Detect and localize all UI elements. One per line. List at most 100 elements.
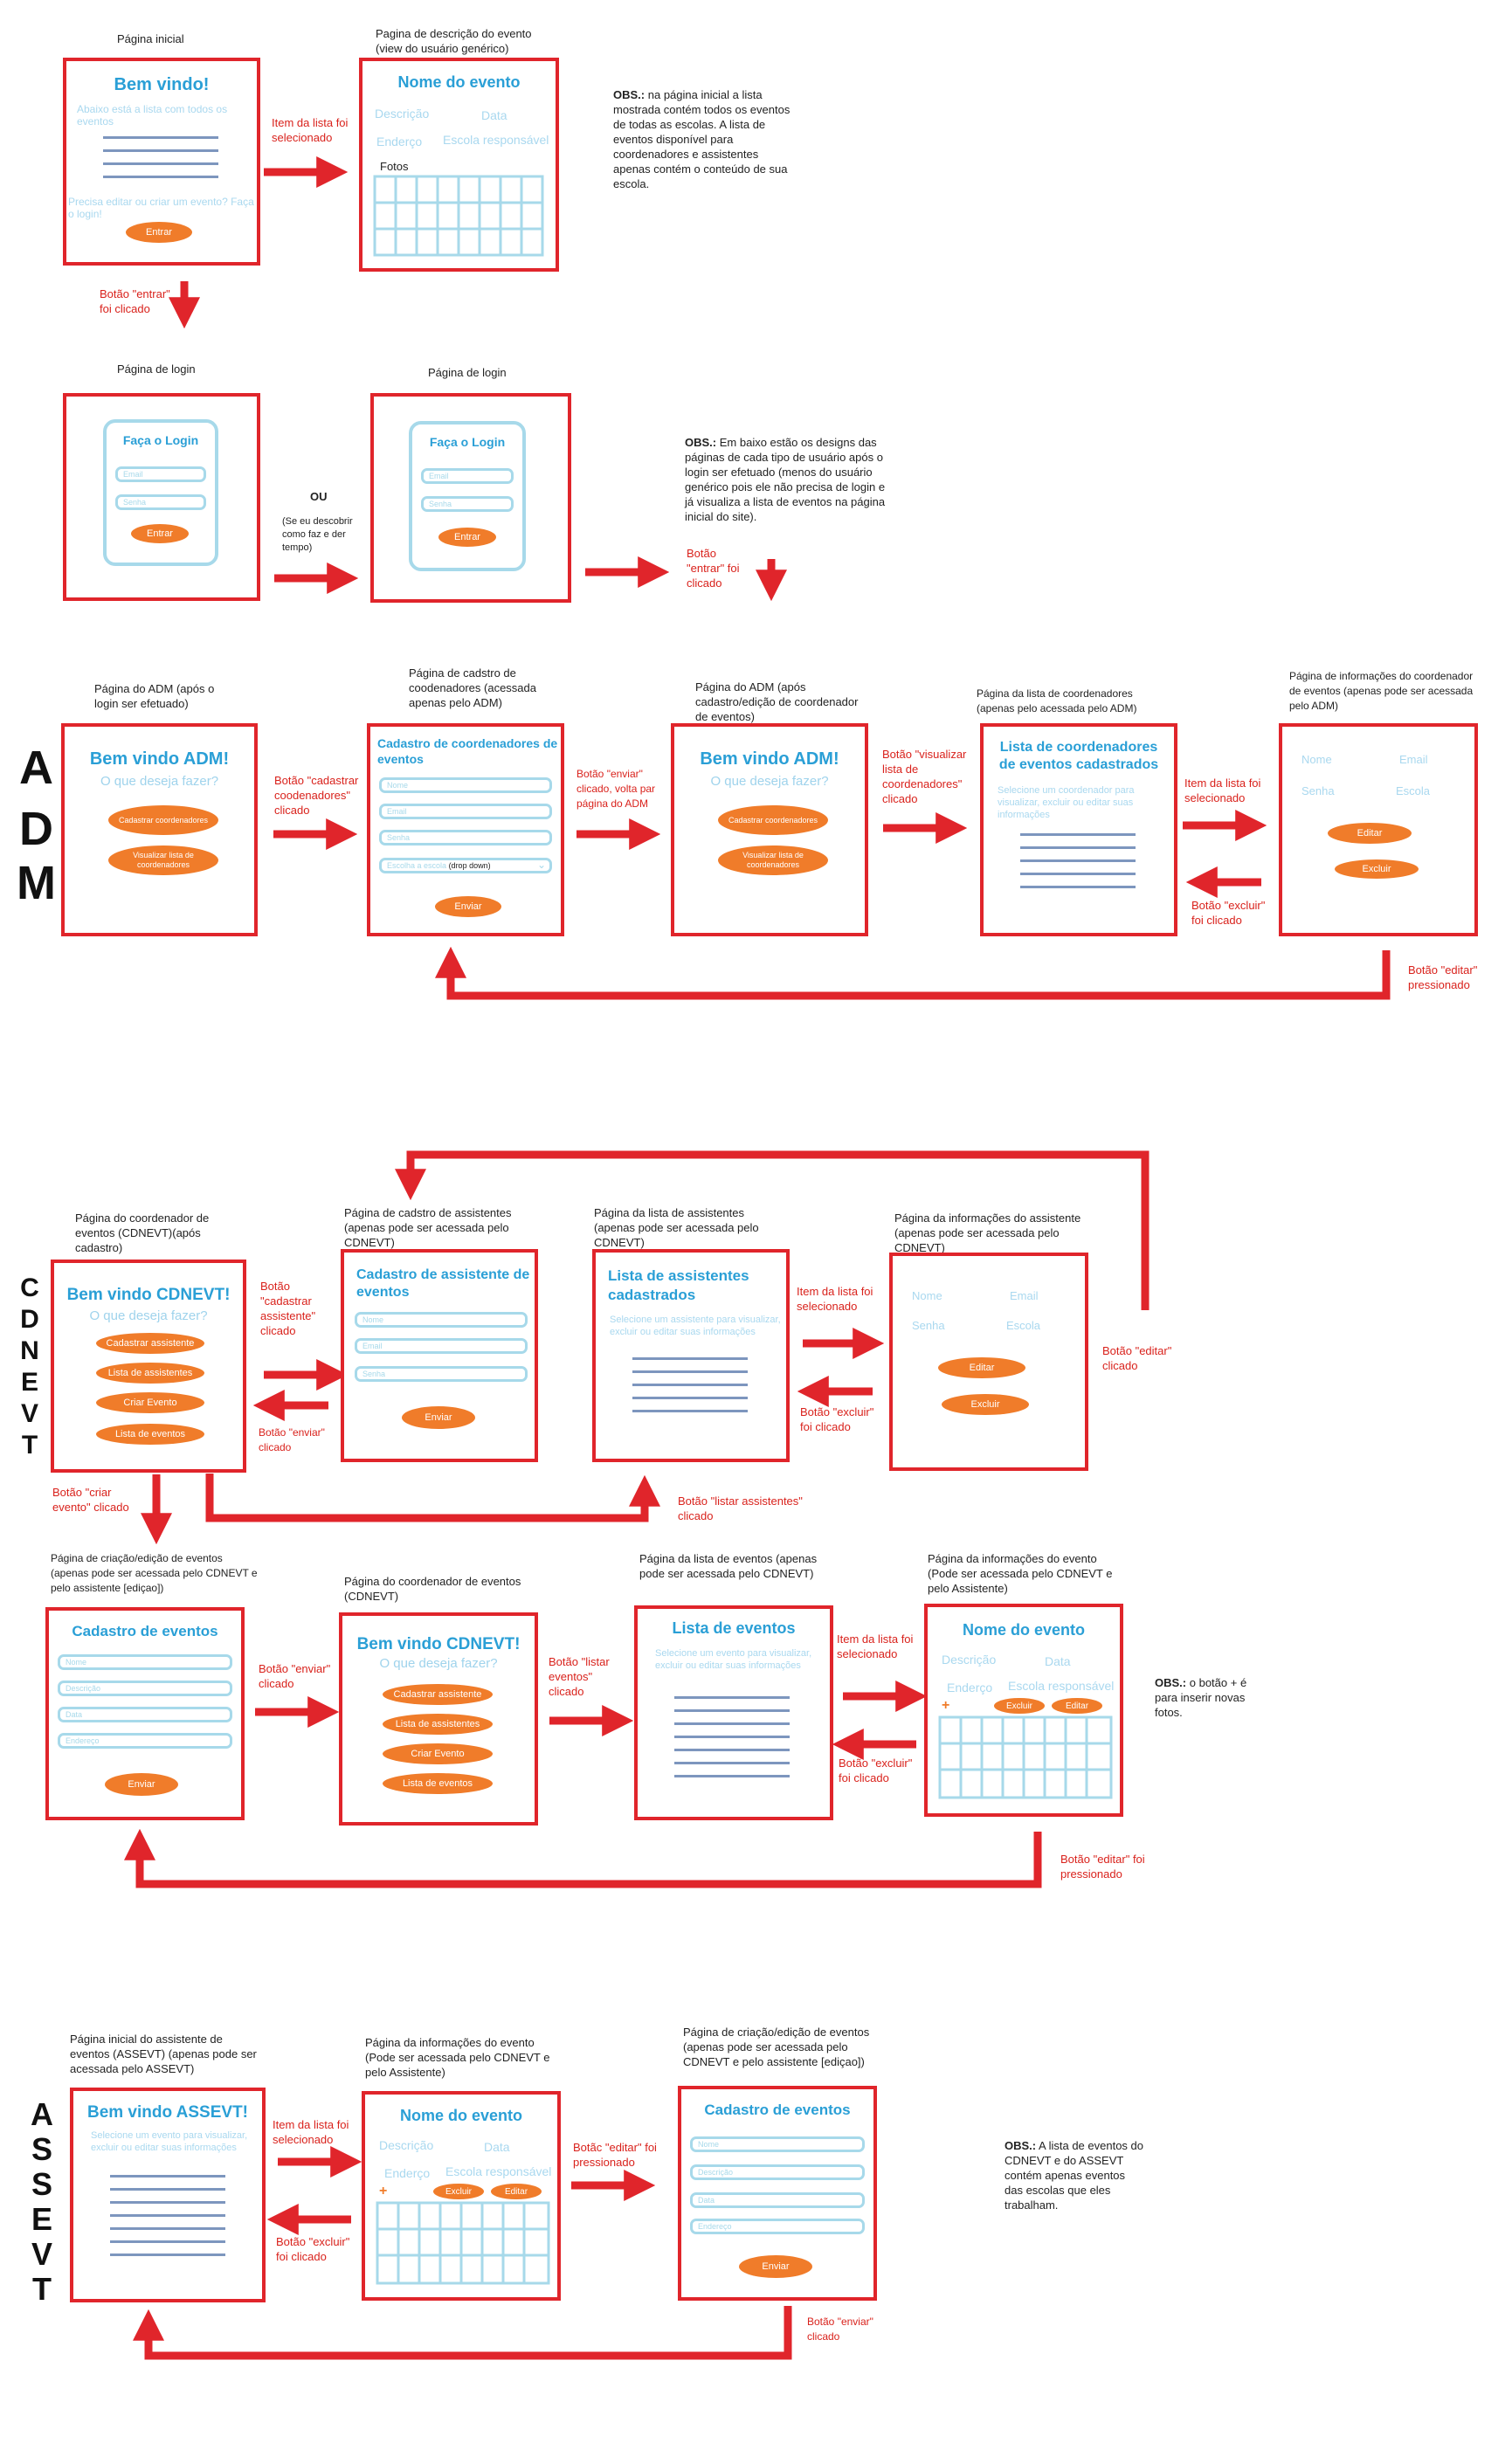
letter: T xyxy=(32,2271,52,2307)
arrow-note: Botão "visualizar lista de coordenadores… xyxy=(882,748,967,805)
arrow-note: Botão "enviar" clicado xyxy=(807,2316,873,2343)
page-label: Página do ADM (após cadastro/edição de c… xyxy=(695,680,859,723)
form-title: Cadastro de eventos xyxy=(72,1623,218,1639)
event-edit-mockup: Cadastro de eventos Nome Descrição Data … xyxy=(678,2086,877,2301)
login-button[interactable]: Entrar xyxy=(438,528,496,547)
enter-button[interactable]: Entrar xyxy=(126,222,192,243)
event-list xyxy=(110,2175,225,2267)
event-list-mockup: Lista de eventos Selecione um evento par… xyxy=(634,1605,833,1820)
login-card: Faça o Login Email Senha Entrar xyxy=(103,419,218,566)
school-dropdown[interactable]: Escolha a escola (drop down) ⌄ xyxy=(379,858,552,873)
name-field[interactable]: Nome xyxy=(355,1312,528,1328)
page-label: Pagina de descrição do evento (view do u… xyxy=(376,27,532,55)
arrow xyxy=(435,946,1391,1000)
page-label: Página de criação/edição de eventos (ape… xyxy=(683,2026,870,2068)
password-field[interactable]: Senha xyxy=(421,496,514,512)
edit-button[interactable]: Editar xyxy=(938,1357,1025,1378)
add-photo-icon[interactable]: + xyxy=(379,2184,388,2198)
arrow-note: Botão "criar evento" clicado xyxy=(52,1486,129,1514)
letter: A xyxy=(19,742,53,794)
event-list-button[interactable]: Lista de eventos xyxy=(96,1424,204,1445)
event-description-mockup: Nome do evento Descrição Data Enderço Es… xyxy=(359,58,559,272)
field-password: Senha xyxy=(1301,784,1335,797)
name-field[interactable]: Nome xyxy=(690,2136,865,2152)
cdnevt-home-2-mockup: Bem vindo CDNEVT! O que deseja fazer? Ca… xyxy=(339,1612,538,1826)
register-coordinators-button[interactable]: Cadastrar coordenadores xyxy=(108,805,218,835)
delete-button[interactable]: Excluir xyxy=(1335,859,1419,879)
register-assistant-button[interactable]: Cadastrar assistente xyxy=(96,1333,204,1354)
password-field[interactable]: Senha xyxy=(379,830,552,845)
email-field[interactable]: Email xyxy=(355,1338,528,1354)
obs-text: o botão + é para inserir novas fotos. xyxy=(1155,1676,1247,1719)
view-coordinators-button[interactable]: Visualizar lista de coordenadores xyxy=(108,845,218,875)
submit-button[interactable]: Enviar xyxy=(402,1406,475,1429)
login-title: Faça o Login xyxy=(122,433,199,447)
create-event-button[interactable]: Criar Evento xyxy=(383,1743,493,1764)
login-mockup: Faça o Login Email Senha Entrar xyxy=(63,393,260,601)
date-field[interactable]: Data xyxy=(58,1707,232,1722)
field-email: Email xyxy=(1399,753,1428,766)
delete-button[interactable]: Excluir xyxy=(942,1394,1029,1415)
obs-note: OBS.: na página inicial a lista mostrada… xyxy=(613,87,797,191)
name-field[interactable]: Nome xyxy=(58,1654,232,1670)
delete-button[interactable]: Excluir xyxy=(994,1698,1045,1714)
password-field[interactable]: Senha xyxy=(115,494,206,510)
edit-button[interactable]: Editar xyxy=(1052,1698,1102,1714)
arrow-note: Botão "entrar" foi clicado xyxy=(687,547,740,590)
email-field[interactable]: Email xyxy=(421,468,514,484)
assistant-list-button[interactable]: Lista de assistentes xyxy=(383,1714,493,1735)
obs-note: OBS.: o botão + é para inserir novas fot… xyxy=(1155,1675,1267,1720)
home-title: Bem vindo! xyxy=(114,75,210,94)
event-list xyxy=(674,1696,790,1788)
page-label: Página do coordenador de eventos (CDNEVT… xyxy=(75,1211,210,1254)
assistant-info-mockup: Nome Email Senha Escola Editar Excluir xyxy=(889,1253,1088,1471)
submit-button[interactable]: Enviar xyxy=(739,2255,812,2278)
obs-text: A lista de eventos do CDNEVT e do ASSEVT… xyxy=(1005,2139,1144,2212)
address-field[interactable]: Endereço xyxy=(58,1733,232,1749)
list-hint: Selecione um coordenador para visualizar… xyxy=(998,785,1135,820)
edit-button[interactable]: Editar xyxy=(1328,823,1412,844)
date-field[interactable]: Data xyxy=(690,2192,865,2208)
arrow xyxy=(395,1150,1150,1310)
name-field[interactable]: Nome xyxy=(379,777,552,793)
delete-button[interactable]: Excluir xyxy=(433,2184,484,2199)
field-endereco: Enderço xyxy=(947,1681,993,1694)
email-field[interactable]: Email xyxy=(115,466,206,482)
address-field[interactable]: Endereço xyxy=(690,2219,865,2234)
login-alt-mockup: Faça o Login Email Senha Entrar xyxy=(370,393,571,603)
edit-button[interactable]: Editar xyxy=(491,2184,542,2199)
email-field[interactable]: Email xyxy=(379,804,552,819)
arrow-note: Item da lista foi selecionado xyxy=(1184,776,1261,804)
letter: N xyxy=(20,1336,39,1365)
login-button[interactable]: Entrar xyxy=(131,524,189,543)
field-escola: Escola responsável xyxy=(1008,1679,1115,1693)
field-name: Nome xyxy=(1301,753,1332,766)
register-coordinators-button[interactable]: Cadastrar coordenadores xyxy=(718,805,828,835)
field-name: Nome xyxy=(912,1289,942,1302)
create-event-button[interactable]: Criar Evento xyxy=(96,1392,204,1413)
add-photo-icon[interactable]: + xyxy=(942,1698,950,1713)
cdnevt-title: Bem vindo CDNEVT! xyxy=(66,1286,231,1304)
assistant-list-button[interactable]: Lista de assistentes xyxy=(96,1363,204,1384)
assistant-list-mockup: Lista de assistentes cadastrados Selecio… xyxy=(592,1249,790,1462)
event-name: Nome do evento xyxy=(397,73,521,91)
list-title: Lista de eventos xyxy=(672,1619,796,1637)
event-list-button[interactable]: Lista de eventos xyxy=(383,1773,493,1794)
description-field[interactable]: Descrição xyxy=(58,1681,232,1696)
adm-title: Bem vindo ADM! xyxy=(89,749,230,769)
page-label: Página da informações do assistente (ape… xyxy=(894,1211,1081,1254)
arrow xyxy=(124,1828,1042,1888)
submit-button[interactable]: Enviar xyxy=(105,1773,178,1796)
assistant-list xyxy=(632,1357,748,1423)
register-assistant-button[interactable]: Cadastrar assistente xyxy=(383,1684,493,1705)
arrow-note: Botão "editar" pressionado xyxy=(1408,963,1478,991)
password-field[interactable]: Senha xyxy=(355,1366,528,1382)
submit-button[interactable]: Enviar xyxy=(435,896,501,917)
event-list xyxy=(103,136,218,189)
obs-text: Em baixo estão os designs das páginas de… xyxy=(685,436,886,523)
view-coordinators-button[interactable]: Visualizar lista de coordenadores xyxy=(718,845,828,875)
assevt-title: Bem vindo ASSEVT! xyxy=(86,2103,249,2122)
arrow-note: Botão "entrar" foi clicado xyxy=(100,287,170,315)
field-data: Data xyxy=(481,108,507,122)
description-field[interactable]: Descrição xyxy=(690,2164,865,2180)
